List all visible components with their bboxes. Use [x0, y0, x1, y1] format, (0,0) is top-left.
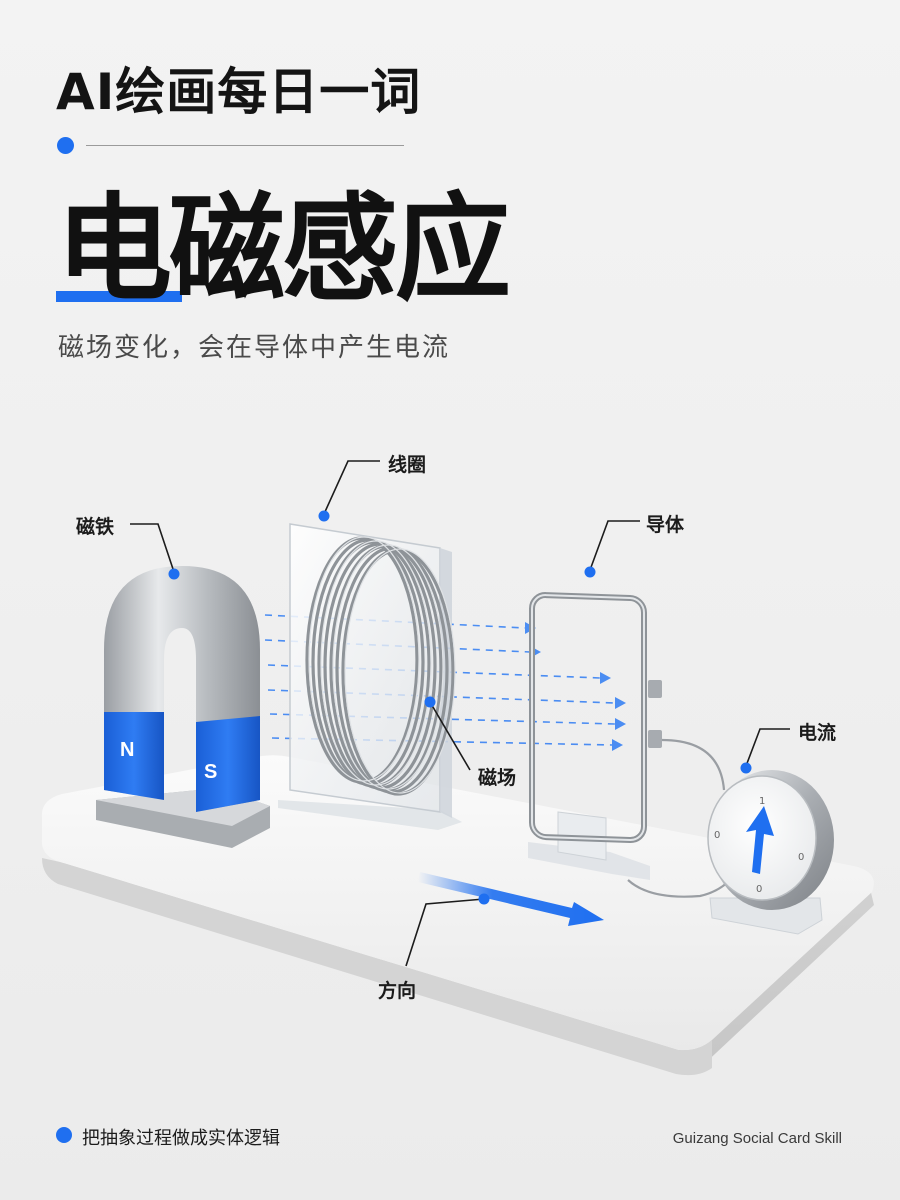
meter-mark-left: 0 [714, 830, 720, 841]
magnet-north-pole-label: N [120, 739, 134, 761]
brand-credit: Guizang Social Card Skill [672, 1130, 842, 1147]
meter-mark-top: 1 [759, 796, 765, 807]
magnet-south-pole-label: S [204, 761, 217, 783]
callout-lines [130, 460, 790, 967]
meter-mark-bottom: 0 [756, 884, 762, 895]
direction-arrow [418, 872, 604, 926]
divider-line [86, 145, 404, 146]
footer-dot [56, 1127, 72, 1143]
meter-needle-arrow-icon [746, 806, 774, 874]
galvanometer: 1 0 0 0 [707, 770, 834, 935]
label-magnet: 磁铁 [76, 516, 115, 538]
horseshoe-magnet: N S [96, 566, 270, 848]
callout-dots [168, 510, 752, 905]
main-title: 电磁感应 [56, 182, 511, 317]
subtitle: 磁场变化，会在导体中产生电流 [58, 333, 451, 363]
title-accent-bar [56, 291, 182, 302]
footer-tagline: 把抽象过程做成实体逻辑 [82, 1128, 280, 1149]
coil-assembly [278, 523, 462, 830]
divider-dot [57, 137, 74, 154]
main-title-block: 电磁感应 [56, 182, 511, 317]
label-current: 电流 [798, 722, 837, 744]
conductor-loop [528, 592, 662, 880]
wire-bottom [627, 879, 731, 898]
field-arrowheads [525, 622, 626, 751]
label-conductor: 导体 [646, 514, 685, 536]
meter-mark-right: 0 [798, 852, 804, 863]
label-direction: 方向 [378, 980, 417, 1002]
wire-top [661, 738, 726, 791]
series-title: AI绘画每日一词 [56, 63, 422, 121]
label-magnetic-field: 磁场 [478, 767, 517, 789]
label-coil: 线圈 [388, 454, 427, 476]
